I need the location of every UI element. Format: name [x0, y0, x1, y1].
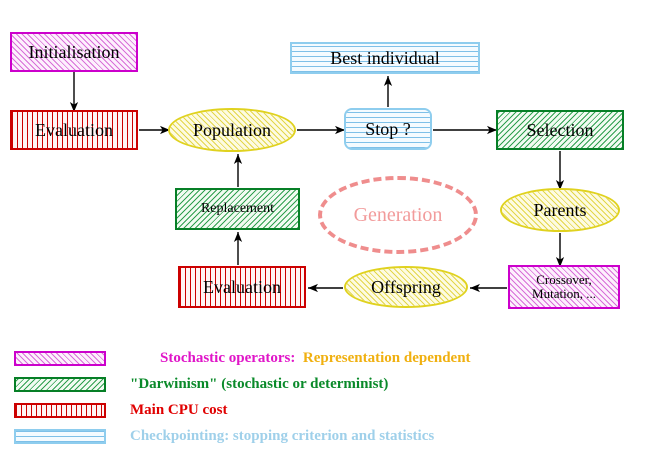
node-stop[interactable]: Stop ? [344, 108, 432, 150]
node-parents-label: Parents [533, 199, 587, 220]
node-best-individual[interactable]: Best individual [290, 42, 480, 74]
node-selection[interactable]: Selection [496, 110, 624, 150]
node-crossover-mutation-label: Crossover, Mutation, ... [532, 272, 596, 301]
legend-row-main-cpu-cost: Main CPU cost [14, 400, 228, 420]
node-evaluation-top-label: Evaluation [35, 119, 113, 140]
node-best-individual-label: Best individual [330, 47, 440, 68]
node-evaluation-top[interactable]: Evaluation [10, 110, 138, 150]
legend-row-darwinism: "Darwinism" (stochastic or determinist) [14, 374, 388, 394]
node-generation-label: Generation [353, 203, 443, 226]
legend-swatch-magenta [14, 350, 106, 366]
node-selection-label: Selection [526, 119, 594, 140]
magenta-hatch-fill [12, 34, 136, 70]
legend-swatch-blue [14, 428, 106, 444]
legend-row-stochastic-operators: Stochastic operators: Representation dep… [14, 348, 471, 368]
legend-label-checkpointing: Checkpointing: stopping criterion and st… [130, 427, 435, 444]
node-generation-group: Generation [318, 176, 478, 254]
red-hatch-fill [12, 112, 136, 148]
legend-label-darwinism: "Darwinism" (stochastic or determinist) [130, 375, 389, 392]
node-initialisation-label: Initialisation [28, 41, 120, 62]
node-crossover-mutation[interactable]: Crossover, Mutation, ... [508, 265, 620, 309]
yellow-hatch-fill [170, 110, 294, 150]
node-population-label: Population [192, 119, 271, 140]
legend-label-main-cpu-cost: Main CPU cost [130, 401, 228, 418]
red-hatch-fill [180, 268, 304, 306]
node-parents[interactable]: Parents [500, 188, 620, 232]
magenta-hatch-fill [510, 267, 618, 307]
legend-swatch-green [14, 376, 106, 392]
node-replacement[interactable]: Replacement [175, 188, 300, 230]
node-population[interactable]: Population [168, 108, 296, 152]
blue-hatch-fill [346, 110, 430, 148]
blue-hatch-fill [14, 428, 106, 444]
yellow-hatch-fill [346, 268, 466, 306]
legend: Stochastic operators: Representation dep… [0, 344, 670, 465]
legend-text-group: Stochastic operators: Representation dep… [130, 333, 471, 384]
node-evaluation-bottom-label: Evaluation [203, 276, 281, 297]
red-hatch-fill [14, 402, 106, 418]
green-hatch-fill [498, 112, 622, 148]
legend-label-representation-dependent: Representation dependent [302, 349, 471, 366]
node-offspring-label: Offspring [371, 276, 441, 297]
node-replacement-label: Replacement [200, 200, 275, 216]
node-initialisation[interactable]: Initialisation [10, 32, 138, 72]
legend-row-checkpointing: Checkpointing: stopping criterion and st… [14, 426, 434, 446]
green-hatch-fill [14, 376, 106, 392]
green-hatch-fill [177, 190, 298, 228]
node-offspring[interactable]: Offspring [344, 266, 468, 308]
magenta-hatch-fill [14, 350, 106, 366]
legend-swatch-red [14, 402, 106, 418]
node-stop-label: Stop ? [365, 118, 411, 139]
yellow-hatch-fill [502, 190, 618, 230]
blue-hatch-fill [292, 44, 478, 72]
node-evaluation-bottom[interactable]: Evaluation [178, 266, 306, 308]
legend-label-stochastic-operators: Stochastic operators: [160, 349, 296, 366]
